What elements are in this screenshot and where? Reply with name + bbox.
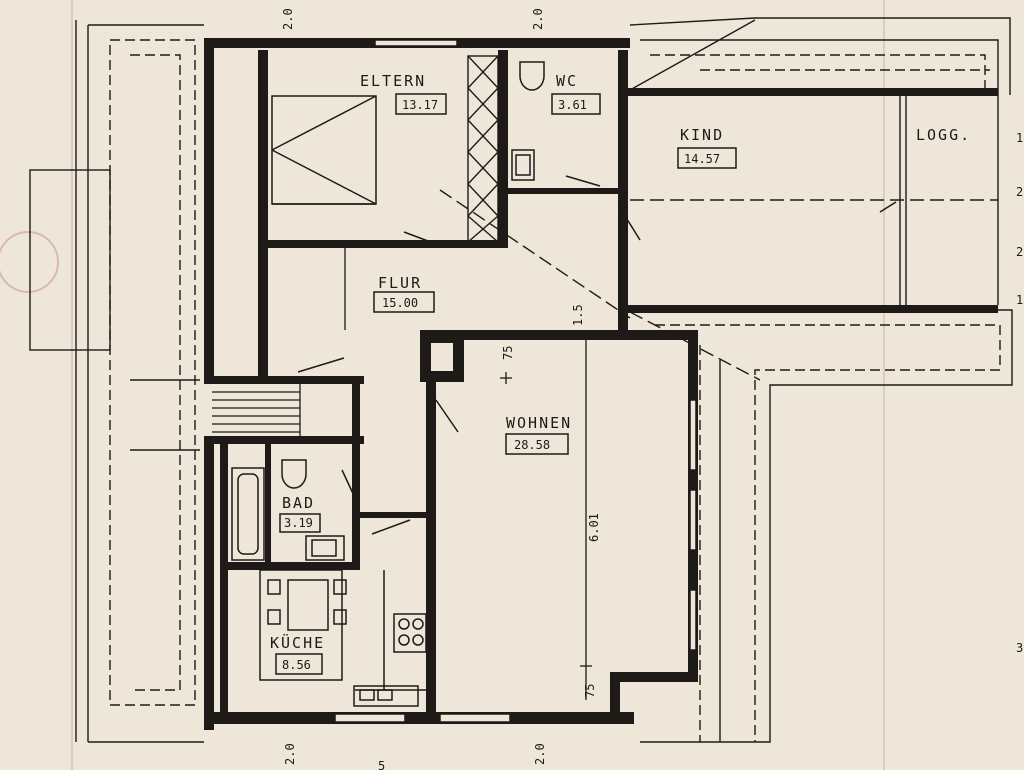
room-name-flur: FLUR — [378, 274, 422, 292]
dashed-guide — [439, 189, 631, 319]
area-box-bad — [279, 513, 321, 533]
dimension-right-2b: 2 — [1016, 245, 1023, 259]
area-box-kind — [677, 147, 737, 169]
room-area-wohnen: 28.58 — [514, 438, 550, 452]
room-name-bad: BAD — [282, 494, 315, 512]
dimension-bottom-left: 2.0 — [283, 743, 297, 765]
area-box-wc — [551, 93, 601, 115]
room-name-kind: KIND — [680, 126, 724, 144]
left-roof-outline — [29, 20, 204, 743]
kind-inner — [630, 96, 998, 305]
dimension-right-1b: 1 — [1016, 293, 1023, 307]
room-name-wohnen: WOHNEN — [506, 414, 572, 432]
doors — [297, 175, 897, 535]
chimney-core — [429, 341, 455, 373]
dimension-wohnen-bottom: 75 — [583, 684, 597, 698]
room-area-flur: 15.00 — [382, 296, 418, 310]
dimension-top-left: 2.0 — [281, 8, 295, 30]
stairs — [212, 384, 301, 436]
dimension-bottom-mid: 2.0 — [533, 743, 547, 765]
kitchen-furniture — [259, 569, 427, 707]
area-box-flur — [373, 291, 435, 313]
room-area-eltern: 13.17 — [402, 98, 438, 112]
room-area-bad: 3.19 — [284, 516, 313, 530]
wardrobe — [467, 55, 499, 243]
dimension-bottom-five: 5 — [378, 759, 385, 770]
bad-fixtures — [231, 459, 345, 561]
room-area-kueche: 8.56 — [282, 658, 311, 672]
dimension-flur-gap: 1.5 — [571, 304, 585, 326]
bed — [271, 95, 377, 205]
room-name-kueche: KÜCHE — [270, 633, 325, 652]
dimension-right-2a: 2 — [1016, 185, 1023, 199]
dimension-wohnen-top: 75 — [501, 346, 515, 360]
dimension-wohnen-length: 6.01 — [587, 513, 601, 542]
room-area-wc: 3.61 — [558, 98, 587, 112]
wc-fixtures — [511, 61, 545, 181]
stamp-mark — [0, 231, 59, 293]
room-area-kind: 14.57 — [684, 152, 720, 166]
wohnen-inner — [344, 248, 592, 700]
dimension-right-1: 1 — [1016, 131, 1023, 145]
dimension-right-far: 3 — [1016, 641, 1023, 655]
room-name-wc: WC — [556, 72, 578, 90]
right-roof-outline — [629, 17, 1013, 743]
area-box-eltern — [395, 93, 447, 115]
area-box-kueche — [275, 653, 323, 675]
room-name-eltern: ELTERN — [360, 72, 426, 90]
dimension-top-mid: 2.0 — [531, 8, 545, 30]
windows — [334, 39, 697, 723]
room-name-logg: LOGG. — [916, 126, 971, 144]
area-box-wohnen — [505, 433, 569, 455]
